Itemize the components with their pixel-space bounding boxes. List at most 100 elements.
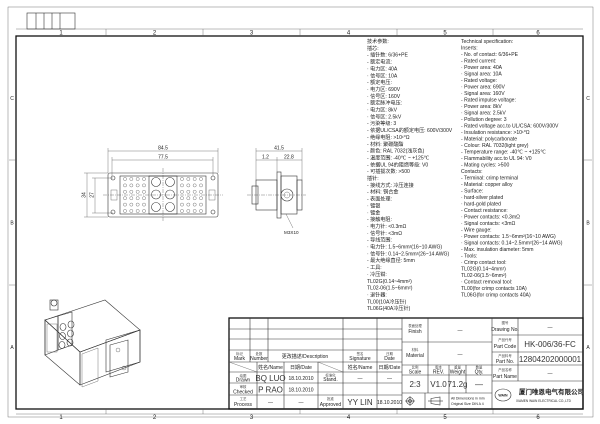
signal-contact [186, 183, 191, 188]
part-name-value: — [548, 371, 553, 377]
dim-label-27: 27 [90, 192, 96, 198]
spec-line-en: - Wire gauge: [461, 228, 492, 234]
date-label-zh: 日期 [386, 351, 393, 356]
spec-line-zh: · 电力针: 1.5~6mm²(16~10 AWG) [367, 244, 442, 251]
signal-contact [180, 196, 184, 200]
signal-contact [135, 183, 140, 188]
signal-contact [129, 189, 134, 194]
spec-line-en: Inserts: [461, 46, 478, 52]
side-view: 41.5 1.2 22.8 M3X10 [247, 146, 306, 235]
process-name: — [268, 400, 273, 406]
signal-contact [199, 189, 203, 194]
spec-line-en: - Rated voltage: [461, 78, 497, 84]
stand-label-zh: 标准化 [325, 373, 336, 378]
column-label-top: 4 [347, 31, 351, 37]
spec-text-english: Technical specification:Inserts:- No. of… [461, 39, 563, 299]
row-label-left: A [10, 345, 14, 351]
title-block: 标记 Mark 处数 Number 更改描述/Description 签名 Si… [228, 317, 584, 410]
dimension-27: 27 [90, 177, 113, 214]
weight-value: 71.2g [447, 380, 467, 389]
spec-line-zh: TL00(10A冷压针) [367, 298, 407, 305]
spec-line-zh: - 接触电阻: [367, 216, 392, 223]
column-label-bottom: 1 [59, 415, 63, 421]
spec-line-zh: · 电力区: 690V [367, 86, 401, 93]
spec-line-zh: - 插针数: 6/36+PE [367, 52, 409, 59]
spec-line-en: - Tools: [461, 254, 477, 260]
rev-label-zh: 版本 [435, 365, 442, 370]
column-label-top: 2 [153, 31, 157, 37]
spec-line-en: - Flammability acc.to UL 94: V0 [461, 156, 532, 162]
screw-callout: M3X10 [284, 230, 299, 235]
signal-contact [199, 183, 203, 188]
spec-line-en: · Power area: 8kV [461, 104, 502, 110]
spec-line-zh: TL06G(40A冷压针) [367, 305, 411, 312]
qty-value: — [475, 380, 483, 389]
scale-label-zh: 比例 [412, 365, 419, 370]
dimensions-note: All Dimensions in mm [451, 397, 485, 401]
power-contact [165, 189, 175, 200]
rev-value: V1.0 [430, 380, 447, 389]
approved-name: YY LIN [347, 398, 372, 407]
spec-line-zh: - 导线范围: [367, 237, 392, 244]
spec-line-zh: - 最大绝缘直径: 5mm [367, 257, 415, 264]
row-label-left: B [10, 221, 14, 227]
front-view: 84.5 77.5 34 27 [82, 146, 223, 222]
spec-line-en: · Signal area: 160V [461, 91, 505, 97]
spec-line-en: · Signal contacts: <3mΩ [461, 221, 516, 227]
signal-contact [192, 189, 197, 194]
checked-name: P RAO [258, 386, 283, 395]
spec-line-en: - No. of contact: 6/36+PE [461, 52, 519, 58]
spec-line-en: - Rated current: [461, 59, 496, 65]
spec-line-zh: - 额定电流: [367, 59, 392, 66]
qty-label: Qty. [475, 370, 484, 376]
signal-contact [180, 183, 184, 188]
approved-label-zh: 批准 [327, 396, 334, 401]
part-no-value: 12804202000001 [519, 355, 582, 364]
weight-label: Weight [450, 370, 466, 376]
column-label-bottom: 6 [536, 415, 540, 421]
signal-contact [186, 209, 191, 213]
signal-contact [129, 196, 134, 200]
dim-label-84-5: 84.5 [158, 146, 168, 152]
iso-power-contact [67, 329, 74, 338]
signal-contact [123, 202, 127, 207]
spec-line-zh: · 信号区: 10A [367, 72, 398, 79]
signal-contact [180, 202, 184, 207]
spec-line-zh: 技术参数: [367, 38, 389, 45]
spec-line-en: TL02G(0.14~4mm²) [461, 267, 506, 273]
column-label-bottom: 4 [347, 415, 351, 421]
dim-label-77-5: 77.5 [158, 155, 168, 161]
spec-line-en: · Signal area: 2.5kV [461, 111, 506, 117]
approved-date: 18.10.2010 [377, 400, 402, 406]
signal-contact [123, 177, 127, 181]
signal-contact [129, 209, 134, 213]
dimension-34: 34 [82, 172, 108, 218]
spec-line-en: TL06G(for crimp contacts 40A) [461, 293, 531, 299]
signal-contact [135, 177, 140, 181]
spec-line-zh: 插芯: [367, 45, 379, 52]
dim-label-34: 34 [82, 192, 88, 198]
signal-contact [123, 183, 127, 188]
spec-line-zh: - 额定电压: [367, 79, 392, 86]
signal-contact [186, 196, 191, 200]
description-header: 更改描述/Description [282, 353, 329, 360]
part-no-label: Part No. [496, 359, 514, 365]
date-header: 日期/Date [290, 365, 312, 371]
spec-line-en: - Colour: RAL 7032(light grey) [461, 143, 529, 149]
signal-contact [192, 177, 197, 181]
number-label: Number [250, 356, 268, 362]
name-header-2: 姓名/Name [348, 364, 373, 371]
column-label-top: 5 [443, 31, 447, 37]
signal-contact [199, 177, 203, 181]
drawing-no-label: Drawing No. [491, 327, 519, 333]
checked-date: 18.10.2010 [288, 388, 313, 394]
drawing-no-label-zh: 图号 [502, 320, 509, 325]
revision-strip [26, 12, 76, 30]
spec-line-zh: - 温度范围: -40℃ ~ +125℃ [367, 154, 430, 161]
signal-contact [135, 196, 140, 200]
signal-contact [135, 209, 140, 213]
mark-label: Mark [234, 356, 246, 362]
signal-contact [192, 196, 197, 200]
spec-line-en: · Power area: 40A [461, 65, 503, 71]
